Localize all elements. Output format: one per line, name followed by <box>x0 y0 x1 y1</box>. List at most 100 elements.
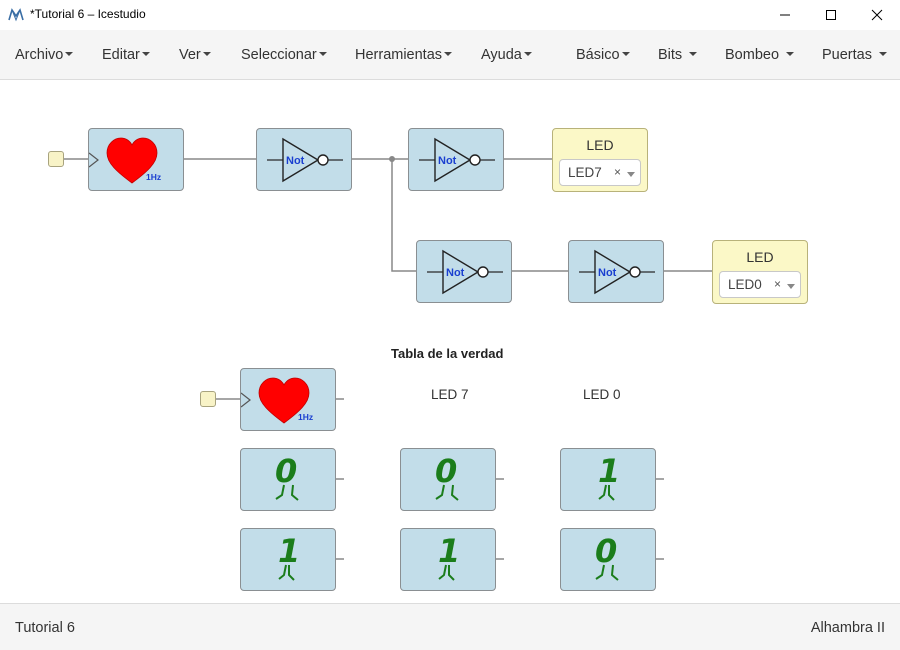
bit-block[interactable]: 1 <box>240 528 336 591</box>
led-pin-value: LED0 <box>728 277 762 292</box>
freq-label: 1Hz <box>298 412 313 422</box>
maximize-button[interactable] <box>808 0 854 30</box>
input-port[interactable] <box>200 391 216 407</box>
bit-block[interactable]: 0 <box>400 448 496 511</box>
bit-block[interactable]: 0 <box>240 448 336 511</box>
bit-value: 1 <box>278 532 300 570</box>
not-gate-icon: Not <box>427 249 503 295</box>
menu-bits[interactable]: Bits <box>658 30 698 80</box>
bit-value: 0 <box>275 452 297 490</box>
menu-label: Puertas <box>822 47 872 63</box>
caret-down-icon <box>318 52 327 57</box>
menu-label: Básico <box>576 47 620 63</box>
led-pin-select[interactable]: LED7 × <box>559 159 641 186</box>
bit-value: 0 <box>595 532 617 570</box>
not-label: Not <box>286 155 305 167</box>
menu-bar: Archivo Editar Ver Seleccionar Herramien… <box>0 30 900 80</box>
minimize-button[interactable] <box>762 0 808 30</box>
menu-label: Ver <box>179 47 201 63</box>
menu-label: Seleccionar <box>241 47 317 63</box>
caret-down-icon <box>65 52 74 57</box>
wires-layer <box>64 156 712 560</box>
bit-icon: 1 <box>598 452 620 501</box>
menu-archivo[interactable]: Archivo <box>15 30 74 80</box>
bit-icon: 0 <box>435 452 459 501</box>
menu-editar[interactable]: Editar <box>102 30 150 80</box>
led-title: LED <box>746 249 774 265</box>
input-port[interactable] <box>48 151 64 167</box>
status-bar: Tutorial 6 Alhambra II <box>0 603 900 650</box>
not-gate-block[interactable]: Not <box>256 128 352 191</box>
project-name: Tutorial 6 <box>15 620 75 636</box>
window-title: *Tutorial 6 – Icestudio <box>30 7 146 21</box>
menu-ayuda[interactable]: Ayuda <box>481 30 532 80</box>
menu-bombeo[interactable]: Bombeo <box>725 30 795 80</box>
menu-ver[interactable]: Ver <box>179 30 211 80</box>
menu-label: Editar <box>102 47 140 63</box>
menu-puertas[interactable]: Puertas <box>822 30 887 80</box>
not-gate-icon: Not <box>267 137 343 183</box>
wire-junction <box>389 156 395 162</box>
not-gate-block[interactable]: Not <box>416 240 512 303</box>
menu-herramientas[interactable]: Herramientas <box>355 30 453 80</box>
menu-label: Bits <box>658 47 683 63</box>
icestudio-logo-icon <box>8 8 24 22</box>
caret-down-icon <box>523 52 532 57</box>
clear-icon[interactable]: × <box>614 165 622 179</box>
menu-label: Ayuda <box>481 47 522 63</box>
caret-down-icon <box>878 52 887 57</box>
not-label: Not <box>438 155 457 167</box>
title-bar: *Tutorial 6 – Icestudio <box>0 0 900 30</box>
led-output-block[interactable]: LED LED7 × <box>552 128 648 192</box>
not-label: Not <box>446 267 465 279</box>
heart-icon: 1Hz <box>241 377 313 424</box>
bit-block[interactable]: 1 <box>400 528 496 591</box>
caret-down-icon <box>786 52 795 57</box>
caret-down-icon <box>444 52 453 57</box>
bit-value: 1 <box>598 452 620 490</box>
not-gate-block[interactable]: Not <box>568 240 664 303</box>
board-name[interactable]: Alhambra II <box>810 620 885 636</box>
menu-seleccionar[interactable]: Seleccionar <box>241 30 327 80</box>
column-label-led7: LED 7 <box>431 387 469 402</box>
led-pin-select[interactable]: LED0 × <box>719 271 801 298</box>
minimize-icon <box>780 14 790 16</box>
not-label: Not <box>598 267 617 279</box>
bit-block[interactable]: 1 <box>560 448 656 511</box>
not-gate-icon: Not <box>419 137 495 183</box>
wire <box>391 159 416 272</box>
column-label-led0: LED 0 <box>583 387 621 402</box>
heart-clock-block[interactable]: 1Hz <box>88 128 184 191</box>
bit-icon: 1 <box>278 532 300 581</box>
close-icon <box>871 9 883 21</box>
bit-icon: 0 <box>275 452 299 501</box>
clear-icon[interactable]: × <box>774 277 782 291</box>
not-gate-block[interactable]: Not <box>408 128 504 191</box>
close-button[interactable] <box>854 0 900 30</box>
led-output-block[interactable]: LED LED0 × <box>712 240 808 304</box>
heart-clock-block[interactable]: 1Hz <box>240 368 336 431</box>
caret-down-icon <box>689 52 698 57</box>
bit-block[interactable]: 0 <box>560 528 656 591</box>
menu-label: Archivo <box>15 47 64 63</box>
freq-label: 1Hz <box>146 172 161 182</box>
dropdown-arrow-icon[interactable] <box>787 284 795 289</box>
menu-label: Herramientas <box>355 47 443 63</box>
heart-icon: 1Hz <box>89 137 161 184</box>
menu-basico[interactable]: Básico <box>576 30 630 80</box>
caret-down-icon <box>202 52 211 57</box>
maximize-icon <box>826 10 836 20</box>
caret-down-icon <box>141 52 150 57</box>
led-title: LED <box>586 137 614 153</box>
not-gate-icon: Not <box>579 249 655 295</box>
led-pin-value: LED7 <box>568 165 602 180</box>
bit-value: 0 <box>435 452 457 490</box>
bit-icon: 1 <box>438 532 460 581</box>
dropdown-arrow-icon[interactable] <box>627 172 635 177</box>
bit-value: 1 <box>438 532 460 570</box>
menu-label: Bombeo <box>725 47 780 63</box>
design-canvas[interactable]: 1Hz Not Not Not <box>0 81 900 603</box>
bit-icon: 0 <box>595 532 619 581</box>
caret-down-icon <box>621 52 630 57</box>
truth-table-heading: Tabla de la verdad <box>391 346 504 361</box>
